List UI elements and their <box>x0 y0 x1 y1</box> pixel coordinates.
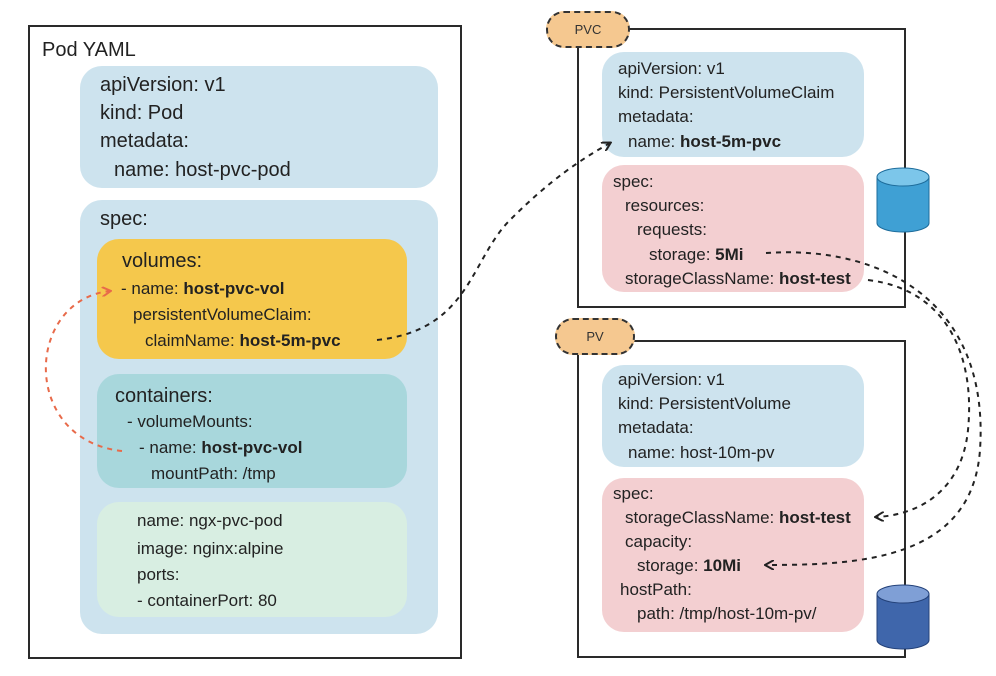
pod-api-version: apiVersion: v1 <box>100 74 226 96</box>
pod-metadata-label: metadata: <box>100 130 189 152</box>
pvc-api-version: apiVersion: v1 <box>618 59 725 78</box>
pvc-kind: kind: PersistentVolumeClaim <box>618 83 835 102</box>
pv-kind: kind: PersistentVolume <box>618 394 791 413</box>
container-port: - containerPort: 80 <box>137 591 277 610</box>
pv-storage-class: storageClassName: host-test <box>625 508 851 527</box>
volume-name: - name: host-pvc-vol <box>121 279 285 298</box>
pv-badge: PV <box>555 318 635 355</box>
pvc-requests-label: requests: <box>637 220 707 239</box>
pv-spec-label: spec: <box>613 484 654 503</box>
pvc-badge: PVC <box>546 11 630 48</box>
pod-name: name: host-pvc-pod <box>114 159 291 181</box>
mount-volume-name: - name: host-pvc-vol <box>139 438 303 457</box>
pod-spec-label: spec: <box>100 208 148 230</box>
persistent-volume-claim-label: persistentVolumeClaim: <box>133 305 312 324</box>
pv-path: path: /tmp/host-10m-pv/ <box>637 604 817 623</box>
pv-hostpath-label: hostPath: <box>620 580 692 599</box>
containers-label: containers: <box>115 385 213 407</box>
pv-metadata-box: apiVersion: v1 kind: PersistentVolume me… <box>602 365 864 467</box>
pvc-spec-box: spec: resources: requests: storage: 5Mi … <box>602 165 864 292</box>
pvc-spec-label: spec: <box>613 172 654 191</box>
pv-capacity-label: capacity: <box>625 532 693 551</box>
pvc-storage: storage: 5Mi <box>649 245 744 264</box>
container-info-box: name: ngx-pvc-pod image: nginx:alpine po… <box>97 502 407 617</box>
pvc-metadata-box: apiVersion: v1 kind: PersistentVolumeCla… <box>602 52 864 157</box>
volumes-box: volumes: - name: host-pvc-vol persistent… <box>97 239 407 359</box>
container-image: image: nginx:alpine <box>137 539 284 558</box>
pod-metadata-box: apiVersion: v1 kind: Pod metadata: name:… <box>80 66 438 188</box>
pvc-metadata-label: metadata: <box>618 107 694 126</box>
containers-box: containers: - volumeMounts: - name: host… <box>97 374 407 488</box>
pv-spec-box: spec: storageClassName: host-test capaci… <box>602 478 864 632</box>
pod-yaml-title: Pod YAML <box>42 39 136 61</box>
claim-name: claimName: host-5m-pvc <box>145 331 341 350</box>
container-ports-label: ports: <box>137 565 180 584</box>
pv-name: name: host-10m-pv <box>628 443 775 462</box>
pvc-resources-label: resources: <box>625 196 705 215</box>
volumes-label: volumes: <box>122 250 203 272</box>
pv-storage: storage: 10Mi <box>637 556 741 575</box>
volume-mounts-label: - volumeMounts: <box>127 412 253 431</box>
pvc-storage-class: storageClassName: host-test <box>625 269 851 288</box>
pvc-name: name: host-5m-pvc <box>628 132 782 151</box>
pv-api-version: apiVersion: v1 <box>618 370 725 389</box>
mount-path: mountPath: /tmp <box>151 464 276 483</box>
container-name: name: ngx-pvc-pod <box>137 511 283 530</box>
pv-metadata-label: metadata: <box>618 418 694 437</box>
pod-kind: kind: Pod <box>100 102 184 124</box>
